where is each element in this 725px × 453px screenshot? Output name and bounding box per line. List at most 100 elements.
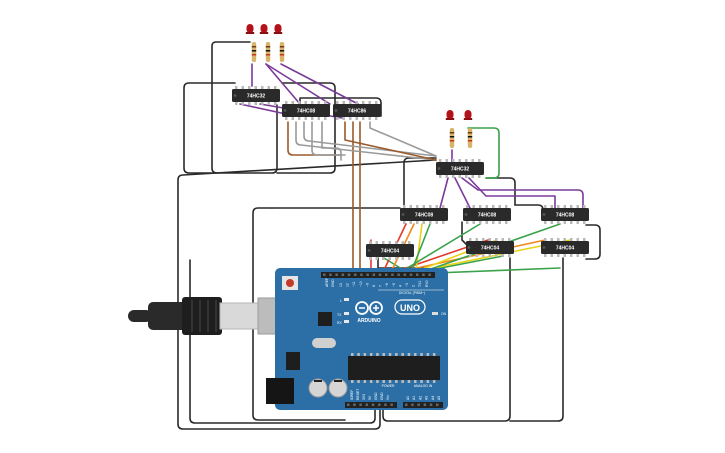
crystal (312, 338, 336, 348)
digital-pin-label: ~5 (392, 283, 396, 287)
digital-pin-label: RX0 (425, 280, 429, 287)
arduino-brand: ARDUINO (357, 318, 380, 324)
arduino-board[interactable]: UNO ARDUINO DIGITAL (PWM~) POWER ANALOG … (128, 268, 448, 410)
digital-pin-label: 4 (398, 285, 402, 287)
pin-label-gnd-top: GND (331, 279, 335, 287)
analog-pin-label: A3 (425, 396, 429, 400)
wire-black (276, 82, 336, 174)
led-group-right (445, 110, 473, 148)
uno-badge: UNO (394, 299, 426, 315)
analog-pin-label: A5 (437, 396, 441, 400)
wire-purple (468, 177, 556, 211)
led-red[interactable] (273, 24, 283, 34)
pin-label-reset: RESET (356, 389, 360, 400)
chip-label: 74HC32 (451, 167, 470, 173)
resistor[interactable] (449, 128, 455, 148)
pin-label-gnd: GND (380, 392, 384, 400)
ic-chip[interactable]: 74HC04 (541, 238, 589, 257)
wire-black (299, 97, 382, 117)
wire-purple (265, 63, 301, 105)
analog-header (403, 402, 443, 408)
pin-label-5v: 5V (368, 395, 372, 400)
digital-pin-label: ~9 (365, 283, 369, 287)
resistor[interactable] (251, 42, 257, 62)
wire-black (485, 177, 516, 206)
wire-gray (295, 121, 437, 161)
chip-label: 74HC08 (297, 109, 316, 115)
wire-gray (321, 121, 342, 161)
digital-pin-label: 12 (346, 283, 350, 287)
wire-gray (311, 121, 346, 156)
wire-brown (344, 121, 437, 161)
wire-green (403, 223, 481, 271)
capacitor (328, 378, 348, 398)
wire-black (509, 257, 564, 422)
analog-label: ANALOG IN (414, 384, 433, 388)
analog-pin-label: A2 (418, 396, 422, 400)
digital-pin-label: ~6 (385, 283, 389, 287)
ic-chip[interactable]: 74HC04 (366, 241, 414, 260)
chip-label: 74HC32 (247, 94, 266, 100)
led-red[interactable] (463, 110, 473, 120)
led-red[interactable] (245, 24, 255, 34)
on-led (432, 312, 438, 315)
chip-label: 74HC08 (478, 213, 497, 219)
ic-chip[interactable]: 74HC32 (436, 159, 484, 178)
ic-chip[interactable]: 74HC08 (400, 205, 448, 224)
pin-label-vin: Vin (386, 395, 390, 400)
pin-label-aref: AREF (325, 278, 329, 287)
tx-label: TX (337, 313, 342, 317)
ic-chip[interactable]: 74HC08 (463, 205, 511, 224)
arduino-logo-icon (355, 301, 383, 315)
rx-label: RX (337, 321, 342, 325)
wire-gray (369, 121, 437, 157)
led-red[interactable] (259, 24, 269, 34)
digital-label: DIGITAL (PWM~) (399, 291, 425, 295)
ic-chip[interactable]: 74HC86 (333, 101, 381, 120)
wire-purple (265, 63, 331, 105)
wire-black (189, 259, 376, 424)
analog-pin-label: A1 (412, 396, 416, 400)
ic-chip[interactable]: 74HC08 (541, 205, 589, 224)
pin-label-gnd: GND (374, 392, 378, 400)
chip-label: 74HC04 (481, 246, 500, 252)
uno-label: UNO (400, 303, 420, 313)
usb-chip (318, 312, 332, 326)
wire-black (514, 204, 544, 211)
led-red[interactable] (445, 110, 455, 120)
digital-pin-label: 2 (412, 285, 416, 287)
on-label: ON (441, 312, 447, 316)
capacitor (308, 378, 328, 398)
analog-pin-label: A0 (406, 396, 410, 400)
digital-pin-label: ~10 (359, 281, 363, 287)
ic-chip[interactable]: 74HC32 (232, 86, 280, 105)
power-jack (266, 378, 294, 404)
digital-header (321, 272, 435, 278)
wire-gray (303, 121, 437, 157)
chip-label: 74HC08 (415, 213, 434, 219)
pin-label-ioref: IOREF (350, 390, 354, 400)
regulator (286, 352, 300, 370)
ic-chip[interactable]: 74HC08 (282, 101, 330, 120)
wire-green (411, 223, 431, 271)
resistor[interactable] (265, 42, 271, 62)
analog-pin-label: A4 (431, 396, 435, 400)
resistor[interactable] (467, 128, 473, 148)
wire-black (403, 157, 437, 211)
resistor[interactable] (279, 42, 285, 62)
l-label: L (340, 299, 342, 303)
power-pin-labels: IOREF RESET 3V3 5V GND GND Vin (350, 389, 390, 400)
chip-label: 74HC04 (556, 246, 575, 252)
atmega-chip (348, 356, 440, 380)
chip-label: 74HC04 (381, 249, 400, 255)
wire-brown (287, 121, 342, 156)
led-group-top (245, 24, 285, 62)
wire-purple (439, 177, 449, 209)
ic-chip[interactable]: 74HC04 (466, 238, 514, 257)
wire-purple (454, 177, 471, 209)
digital-pin-label: 7 (379, 285, 383, 287)
board-pcb (275, 268, 448, 410)
digital-pin-label: 13 (339, 283, 343, 287)
reset-button[interactable] (282, 276, 298, 290)
